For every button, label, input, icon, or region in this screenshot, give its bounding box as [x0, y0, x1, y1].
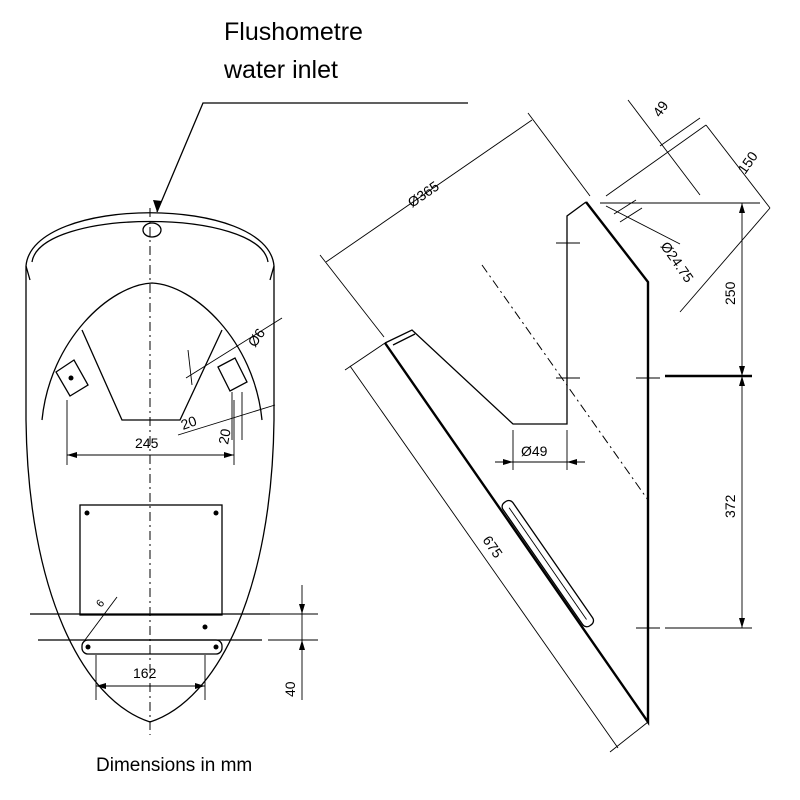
water-inlet-hole [142, 222, 162, 238]
band-hole [202, 624, 208, 630]
right-fixing-bracket [217, 357, 248, 392]
dim-49-line [627, 99, 701, 196]
dim-365-label: Ø365 [405, 178, 442, 211]
side-rim [392, 333, 416, 346]
dim-162-label: 162 [133, 665, 157, 681]
dim-6b-label: 6 [94, 598, 107, 610]
bottom-slot [81, 639, 223, 655]
dim-150-ext2 [679, 207, 771, 313]
dim-250-label: 250 [722, 281, 738, 305]
side-slot-inner [508, 507, 587, 620]
dim-365-ext2 [527, 112, 591, 197]
dim-20b-label: 20 [215, 427, 233, 445]
bottom-hole-right [213, 644, 219, 650]
dim-150-ext1 [605, 124, 707, 197]
dim-6-leader [84, 596, 118, 641]
dim-162-arrow-l [96, 683, 106, 689]
dim-675-ext-bottom [609, 721, 649, 753]
front-view: Ø6 20 20 245 6 162 40 [25, 208, 318, 735]
dim-162-arrow-r [195, 683, 205, 689]
dim-49-top-label: 49 [649, 98, 671, 120]
dim-150-label: 150 [734, 148, 761, 176]
rear-panel [79, 504, 223, 616]
dim-245-arrow-r [224, 452, 234, 458]
dim-40-label: 40 [282, 681, 298, 697]
side-body-outline [384, 201, 650, 726]
panel-hole-tl [84, 510, 90, 516]
dim-20-line [177, 404, 276, 436]
dim-365-ext1 [319, 254, 385, 338]
dim-245-label: 245 [135, 435, 159, 451]
side-centerline [481, 264, 649, 501]
dim-675-ext-top [344, 342, 386, 371]
dimensions-caption: Dimensions in mm [96, 755, 252, 776]
dim-250-arrow-t [739, 203, 745, 213]
dim-49o-arrow-r [567, 459, 577, 465]
side-bowl-profile [384, 201, 587, 425]
inlet-leader-arrow [153, 200, 162, 212]
inlet-label-line2: water inlet [223, 56, 338, 84]
dim-372-label: 372 [722, 494, 738, 518]
dim-49-ext [659, 117, 701, 147]
dim-372-arrow-t [739, 376, 745, 386]
left-fixing-bracket [55, 359, 89, 397]
dim-49o-arrow-l [503, 459, 513, 465]
cap-edge-left [25, 265, 31, 281]
bottom-hole-left [85, 644, 91, 650]
inlet-label-line1: Flushometre [224, 18, 363, 46]
dim-372-arrow-b [739, 618, 745, 628]
side-slot [501, 499, 595, 628]
panel-hole-tr [213, 510, 219, 516]
cap-edge-right [269, 265, 275, 281]
dim-150-line [705, 124, 771, 209]
dim-2475-tick2 [619, 207, 643, 223]
dim-250-arrow-b [739, 366, 745, 376]
dim-2475-label: Ø24.75 [658, 239, 698, 286]
dim-675-line [349, 365, 619, 749]
dim-2475-tick1 [613, 199, 637, 215]
side-view: Ø365 49 150 Ø24.75 250 372 675 [319, 98, 771, 753]
side-slot-rect [501, 499, 595, 628]
dim-2475-leader [605, 205, 681, 245]
front-top-cap [25, 212, 275, 267]
dim-d6-leader [185, 317, 283, 379]
dim-245-arrow-l [67, 452, 77, 458]
inlet-leader-line [156, 102, 468, 213]
dim-365-line [325, 119, 533, 263]
dim-20-label: 20 [179, 412, 199, 432]
dim-40-arrow-t [299, 604, 305, 614]
dim-d6-tick1 [187, 349, 193, 386]
dim-49-outlet-label: Ø49 [521, 443, 548, 459]
bowl-inner-trapezoid [81, 329, 223, 421]
bowl-opening [41, 282, 263, 421]
dim-40-arrow-b [299, 640, 305, 650]
left-fixing-hole [68, 375, 74, 381]
